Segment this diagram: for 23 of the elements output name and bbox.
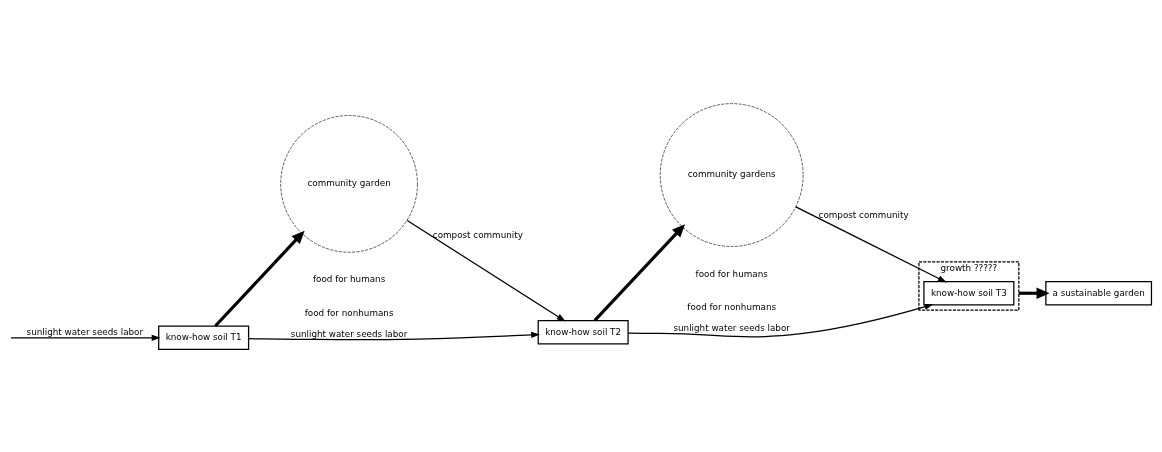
node-label: food for humans: [312, 273, 386, 284]
arrow: [593, 223, 686, 321]
node-box: a sustainable garden: [1045, 280, 1153, 305]
node-box: know-how soil T1: [158, 325, 250, 350]
arrow: [795, 205, 947, 282]
edge-label: compost community: [818, 209, 909, 220]
edge-label: compost community: [432, 229, 523, 240]
node-label: food for nonhumans: [687, 301, 777, 312]
arrow: [627, 303, 934, 338]
node-circle: community garden: [280, 114, 418, 253]
node-label: food for nonhumans: [304, 307, 394, 318]
node-box: know-how soil T2: [537, 319, 629, 344]
edge-label: sunlight water seeds labor: [290, 328, 408, 339]
node-box: know-how soil T3: [923, 280, 1015, 305]
node-label: food for humans: [695, 268, 768, 279]
arrow: [1018, 287, 1050, 299]
edge-label: sunlight water seeds labor: [673, 322, 790, 333]
arrow: [214, 230, 305, 327]
edge-label: sunlight water seeds labor: [26, 326, 144, 337]
arrow: [406, 219, 566, 321]
arrow: [10, 334, 161, 341]
arrow: [248, 331, 540, 340]
node-circle: community gardens: [659, 102, 804, 247]
